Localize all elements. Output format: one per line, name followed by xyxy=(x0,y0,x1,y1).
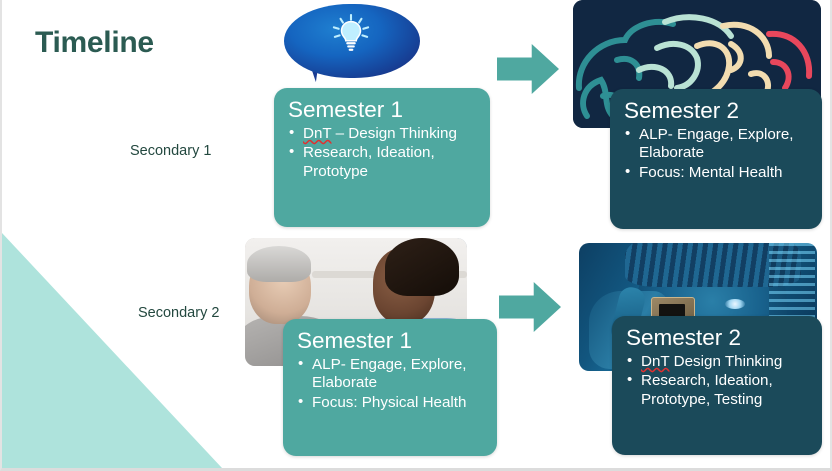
list-item-text: ALP- Engage, Explore, Elaborate xyxy=(639,126,794,162)
card-secondary1-semester1[interactable]: Semester 1 DnT – Design Thinking Researc… xyxy=(274,88,490,227)
card-title: Semester 1 xyxy=(288,97,404,122)
card-secondary1-semester2[interactable]: Semester 2 ALP- Engage, Explore, Elabora… xyxy=(610,89,822,229)
list-item: ALP- Engage, Explore, Elaborate xyxy=(624,125,808,162)
lightbulb-icon xyxy=(332,14,370,51)
list-item: Research, Ideation, Prototype, Testing xyxy=(626,371,808,408)
card-secondary2-semester2[interactable]: Semester 2 DnT Design Thinking Research,… xyxy=(612,316,822,455)
photo-technician-eye-right xyxy=(725,299,745,309)
list-item: Focus: Mental Health xyxy=(624,163,808,182)
list-item-text: Focus: Physical Health xyxy=(312,393,467,411)
list-item: Research, Ideation, Prototype xyxy=(288,143,476,180)
spellcheck-term: DnT xyxy=(303,125,332,143)
list-item-text: Focus: Mental Health xyxy=(639,163,783,181)
photo-patient-hair xyxy=(247,246,311,282)
mint-corner-triangle-decoration xyxy=(2,233,222,468)
photo-therapist-hair xyxy=(385,238,459,296)
card-secondary2-semester1[interactable]: Semester 1 ALP- Engage, Explore, Elabora… xyxy=(283,319,497,456)
card-title: Semester 2 xyxy=(626,325,742,350)
row-label-secondary-2: Secondary 2 xyxy=(138,305,220,321)
list-item-text: ALP- Engage, Explore, Elaborate xyxy=(312,356,467,392)
list-item: Focus: Physical Health xyxy=(297,393,483,412)
row-label-secondary-1: Secondary 1 xyxy=(130,143,212,159)
card-bullet-list: DnT Design Thinking Research, Ideation, … xyxy=(626,352,808,409)
list-item-text: – Design Thinking xyxy=(331,125,457,143)
page-title: Timeline xyxy=(35,26,154,59)
card-bullet-list: ALP- Engage, Explore, Elaborate Focus: M… xyxy=(624,125,808,182)
card-title: Semester 2 xyxy=(624,98,740,123)
card-bullet-list: ALP- Engage, Explore, Elaborate Focus: P… xyxy=(297,355,483,412)
card-title: Semester 1 xyxy=(297,328,413,353)
list-item-text: Research, Ideation, Prototype, Testing xyxy=(641,372,773,408)
arrow-row-1 xyxy=(497,44,559,94)
card-bullet-list: DnT – Design Thinking Research, Ideation… xyxy=(288,124,476,181)
lightbulb-speech-bubble-image xyxy=(278,0,426,96)
list-item-text: Design Thinking xyxy=(669,353,783,371)
list-item: DnT Design Thinking xyxy=(626,352,808,371)
list-item: ALP- Engage, Explore, Elaborate xyxy=(297,355,483,392)
arrow-row-2 xyxy=(499,282,561,332)
spellcheck-term: DnT xyxy=(641,353,670,371)
list-item-text: Research, Ideation, Prototype xyxy=(303,144,435,180)
list-item: DnT – Design Thinking xyxy=(288,124,476,143)
